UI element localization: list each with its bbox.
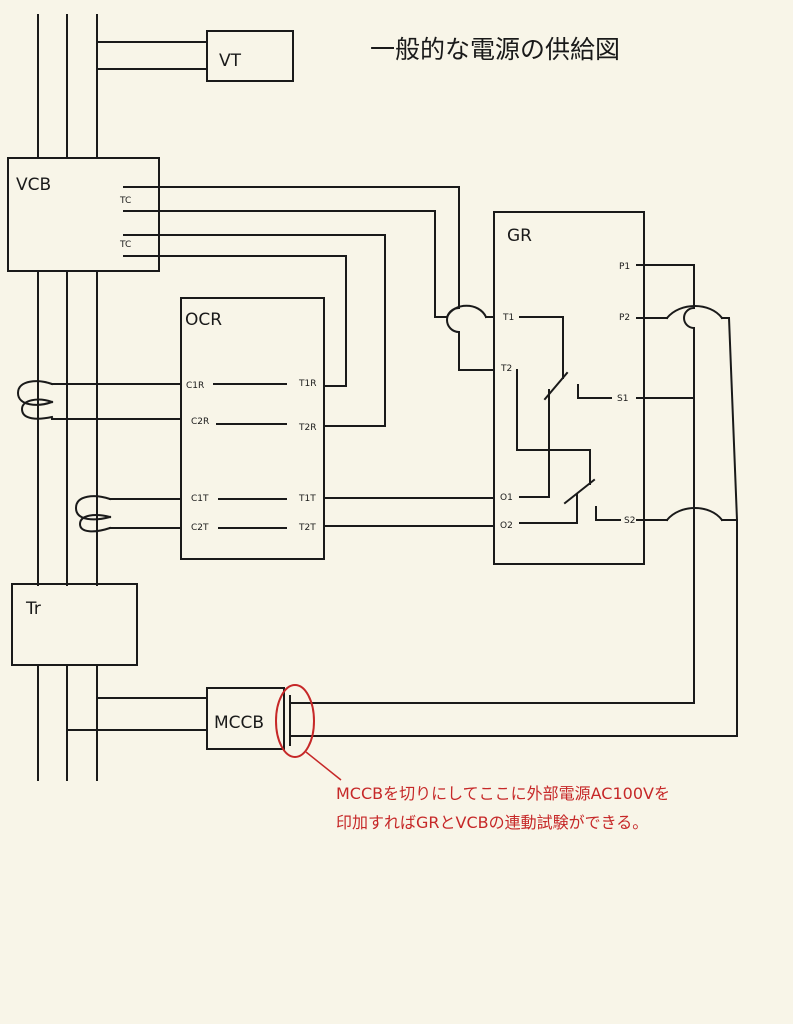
main-bus xyxy=(37,14,98,781)
ct-coil-upper xyxy=(16,380,182,420)
annotation-line2: 印加すればGRとVCBの連動試験ができる。 xyxy=(336,813,648,832)
ocr-t1t-label: T1T xyxy=(298,494,316,504)
ocr-unit: OCR C1R C2R C1T C2T T1R T2R T1T T2T xyxy=(180,297,325,560)
trip-wiring-gr xyxy=(158,186,495,371)
vcb-tc2-label: TC xyxy=(119,240,131,250)
gr-t1-label: T1 xyxy=(502,313,514,323)
ct-coil-lower xyxy=(74,495,182,533)
ocr-t1r-label: T1R xyxy=(298,379,316,389)
vcb-tc1-label: TC xyxy=(119,196,131,206)
mccb-unit: MCCB xyxy=(66,687,291,750)
gr-label: GR xyxy=(507,226,532,246)
ocr-gr-wiring xyxy=(323,497,495,527)
gr-p2-label: P2 xyxy=(619,313,630,323)
ocr-t2r-label: T2R xyxy=(298,423,316,433)
vcb-label: VCB xyxy=(16,175,51,195)
vt-unit: VT xyxy=(96,30,294,82)
ocr-c2t-label: C2T xyxy=(191,523,209,533)
gr-p1-label: P1 xyxy=(619,262,630,272)
trip-wiring-ocr xyxy=(158,234,386,427)
tr-label: Tr xyxy=(25,599,41,619)
ocr-label: OCR xyxy=(185,310,222,330)
ocr-c2r-label: C2R xyxy=(191,417,209,427)
mccb-label: MCCB xyxy=(214,713,264,733)
tr-unit: Tr xyxy=(11,583,138,666)
gr-s1-label: S1 xyxy=(617,394,628,404)
gr-external-wiring xyxy=(289,264,738,737)
ocr-t2t-label: T2T xyxy=(298,523,316,533)
vcb-unit: VCB TC TC xyxy=(7,157,160,272)
gr-s2-label: S2 xyxy=(624,516,635,526)
gr-unit: GR T1 T2 O1 O2 P1 P2 S1 S2 xyxy=(493,211,645,565)
ocr-c1t-label: C1T xyxy=(191,494,209,504)
annotation-leader xyxy=(305,751,342,781)
diagram-title: 一般的な電源の供給図 xyxy=(370,35,620,64)
annotation: MCCBを切りにしてここに外部電源AC100Vを 印加すればGRとVCBの連動試… xyxy=(275,684,670,832)
annotation-circle xyxy=(275,684,315,758)
annotation-line1: MCCBを切りにしてここに外部電源AC100Vを xyxy=(336,784,670,803)
gr-o2-label: O2 xyxy=(500,521,513,531)
gr-t2-label: T2 xyxy=(500,364,512,374)
ocr-c1r-label: C1R xyxy=(186,381,204,391)
vt-label: VT xyxy=(219,51,242,71)
gr-o1-label: O1 xyxy=(500,493,513,503)
